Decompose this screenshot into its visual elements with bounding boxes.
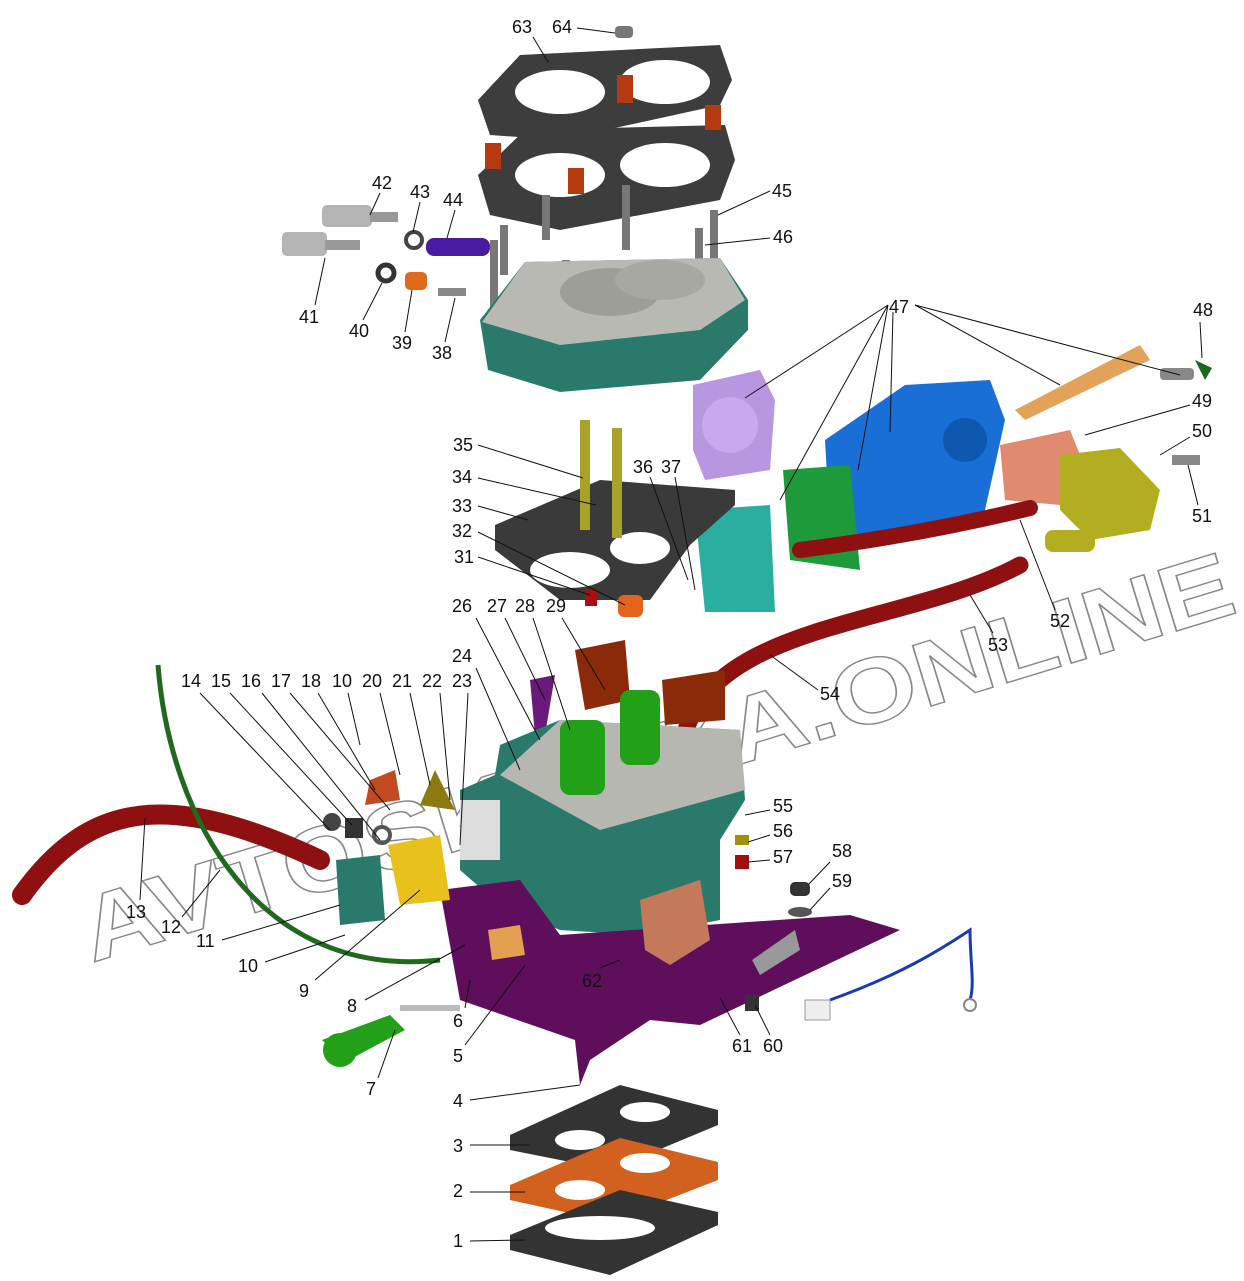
base-plate-4 xyxy=(440,880,900,1085)
label-7: 7 xyxy=(366,1079,376,1099)
label-10-top: 10 xyxy=(332,671,352,691)
label-44: 44 xyxy=(443,190,463,210)
label-51: 51 xyxy=(1192,506,1212,526)
label-59: 59 xyxy=(832,871,852,891)
label-37: 37 xyxy=(661,457,681,477)
label-32: 32 xyxy=(452,521,472,541)
label-40: 40 xyxy=(349,321,369,341)
label-13: 13 xyxy=(126,902,146,922)
label-38: 38 xyxy=(432,343,452,363)
hose-13 xyxy=(12,804,330,905)
label-62: 62 xyxy=(582,971,602,991)
carburetor-body xyxy=(460,640,745,935)
label-8: 8 xyxy=(347,996,357,1016)
label-43: 43 xyxy=(410,182,430,202)
label-45: 45 xyxy=(772,181,792,201)
label-33: 33 xyxy=(452,496,472,516)
label-22: 22 xyxy=(422,671,442,691)
label-11: 11 xyxy=(196,931,215,951)
tube-12 xyxy=(155,664,441,965)
label-1: 1 xyxy=(453,1231,463,1251)
label-29: 29 xyxy=(546,596,566,616)
label-35: 35 xyxy=(453,435,473,455)
label-52: 52 xyxy=(1050,611,1070,631)
top-gasket-63 xyxy=(478,26,735,230)
label-54: 54 xyxy=(820,684,840,704)
label-27: 27 xyxy=(487,596,507,616)
label-61: 61 xyxy=(732,1036,752,1056)
label-50: 50 xyxy=(1192,421,1212,441)
left-parts xyxy=(322,770,525,1067)
label-63: 63 xyxy=(512,17,532,37)
leader-lines xyxy=(139,27,1203,1242)
label-64: 64 xyxy=(552,17,572,37)
label-3: 3 xyxy=(453,1136,463,1156)
label-16: 16 xyxy=(241,671,261,691)
label-4: 4 xyxy=(453,1091,463,1111)
label-41: 41 xyxy=(299,307,319,327)
label-18: 18 xyxy=(301,671,321,691)
label-5: 5 xyxy=(453,1046,463,1066)
label-6: 6 xyxy=(453,1011,463,1031)
label-2: 2 xyxy=(453,1181,463,1201)
label-31: 31 xyxy=(454,547,474,567)
hose-52 xyxy=(792,500,1038,558)
label-24: 24 xyxy=(452,646,472,666)
label-15: 15 xyxy=(211,671,231,691)
label-9: 9 xyxy=(299,981,309,1001)
right-parts xyxy=(640,835,977,1021)
label-28: 28 xyxy=(515,596,535,616)
label-17: 17 xyxy=(271,671,291,691)
label-26: 26 xyxy=(452,596,472,616)
label-14: 14 xyxy=(181,671,201,691)
part-labels: 63 64 42 43 44 45 46 41 40 39 38 47 48 4… xyxy=(126,17,1213,1251)
label-53: 53 xyxy=(988,635,1008,655)
label-20: 20 xyxy=(362,671,382,691)
label-49: 49 xyxy=(1192,391,1212,411)
label-55: 55 xyxy=(773,796,793,816)
econostat-assembly-47 xyxy=(693,345,1212,612)
bottom-gaskets xyxy=(510,1085,718,1275)
label-36: 36 xyxy=(633,457,653,477)
carburetor-cover xyxy=(480,258,748,392)
label-46: 46 xyxy=(773,227,793,247)
idle-jet-parts xyxy=(282,205,490,296)
label-12: 12 xyxy=(161,917,181,937)
label-56: 56 xyxy=(773,821,793,841)
label-60: 60 xyxy=(763,1036,783,1056)
label-47: 47 xyxy=(889,297,909,317)
label-58: 58 xyxy=(832,841,852,861)
label-21: 21 xyxy=(392,671,412,691)
label-39: 39 xyxy=(392,333,412,353)
label-48: 48 xyxy=(1193,300,1213,320)
label-23: 23 xyxy=(452,671,472,691)
label-10-bottom: 10 xyxy=(238,956,258,976)
label-42: 42 xyxy=(372,173,392,193)
label-34: 34 xyxy=(452,467,472,487)
label-57: 57 xyxy=(773,847,793,867)
